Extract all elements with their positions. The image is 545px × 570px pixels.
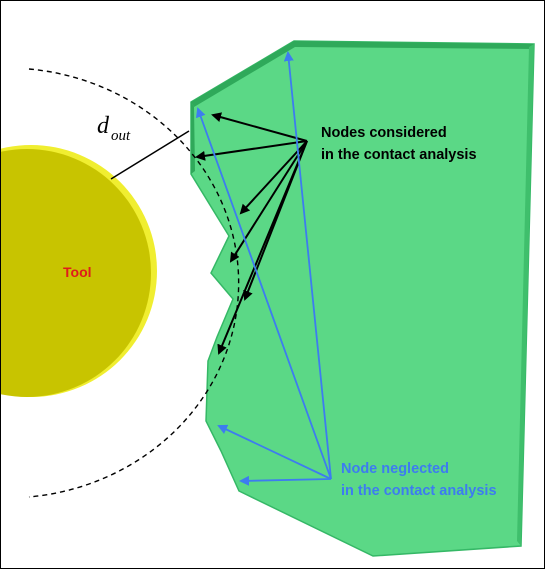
dout-subscript: out <box>111 128 131 144</box>
tool <box>1 145 157 397</box>
considered-arrow <box>217 140 308 355</box>
considered-arrow <box>211 112 308 142</box>
neglected-arrow <box>217 424 332 480</box>
neglected-label-line2: in the contact analysis <box>341 483 497 499</box>
neglected-arrow <box>283 51 332 480</box>
outer-distance-circle <box>28 68 240 498</box>
tool-label: Tool <box>63 264 92 280</box>
neglected-arrows <box>196 51 332 486</box>
workpiece-right-edge <box>517 44 534 546</box>
neglected-arrow <box>239 475 332 486</box>
dout-symbol: d <box>97 113 110 139</box>
neglected-label-line1: Node neglected <box>341 461 449 477</box>
workpiece-top-edge <box>191 41 534 107</box>
workpiece-body <box>190 40 535 557</box>
considered-arrows <box>195 112 308 355</box>
considered-arrow <box>229 140 308 263</box>
considered-arrow <box>239 140 308 215</box>
neglected-arrow <box>196 107 332 480</box>
tool-disc <box>1 149 151 397</box>
considered-label-line1: Nodes considered <box>321 125 447 141</box>
considered-arrow <box>195 140 308 161</box>
dout-radius-line <box>110 130 190 180</box>
workpiece <box>190 40 535 557</box>
considered-label-line2: in the contact analysis <box>321 147 477 163</box>
